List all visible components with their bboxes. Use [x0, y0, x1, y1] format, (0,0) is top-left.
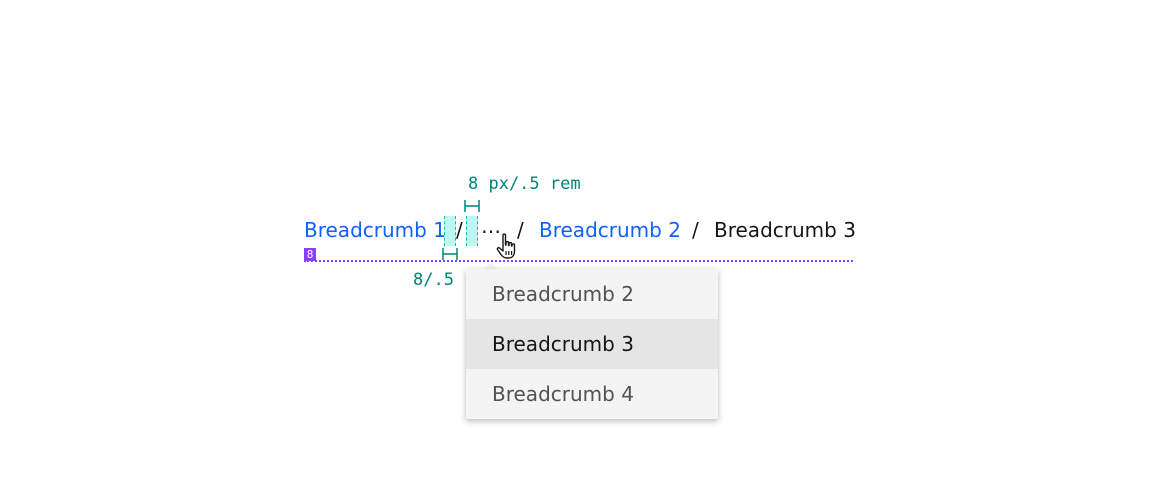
baseline-guide	[304, 260, 853, 262]
overflow-menu: Breadcrumb 2 Breadcrumb 3 Breadcrumb 4	[466, 269, 718, 419]
spacing-annotation-top: 8 px/.5 rem	[468, 174, 581, 194]
spacer-right	[466, 216, 478, 246]
breadcrumb-overflow-button[interactable]: …	[481, 214, 501, 238]
overflow-menu-item[interactable]: Breadcrumb 2	[492, 282, 634, 306]
spacing-annotation-bottom: 8/.5	[413, 270, 454, 290]
spacing-bracket-top	[464, 200, 480, 212]
baseline-badge: 8	[304, 248, 316, 261]
breadcrumb-item-current: Breadcrumb 3	[714, 218, 856, 242]
spacing-bracket-bottom	[442, 248, 458, 260]
overflow-menu-item[interactable]: Breadcrumb 4	[492, 382, 634, 406]
breadcrumb-item-2[interactable]: Breadcrumb 2	[539, 218, 681, 242]
breadcrumb-separator: /	[517, 218, 524, 242]
menu-caret	[484, 262, 498, 269]
spacer-left	[444, 216, 456, 246]
overflow-menu-item-active[interactable]: Breadcrumb 3	[466, 319, 718, 369]
pointer-hand-icon	[496, 233, 516, 259]
breadcrumb-item-1[interactable]: Breadcrumb 1	[304, 218, 446, 242]
breadcrumb-separator: /	[692, 218, 699, 242]
breadcrumb-separator: /	[456, 218, 463, 242]
